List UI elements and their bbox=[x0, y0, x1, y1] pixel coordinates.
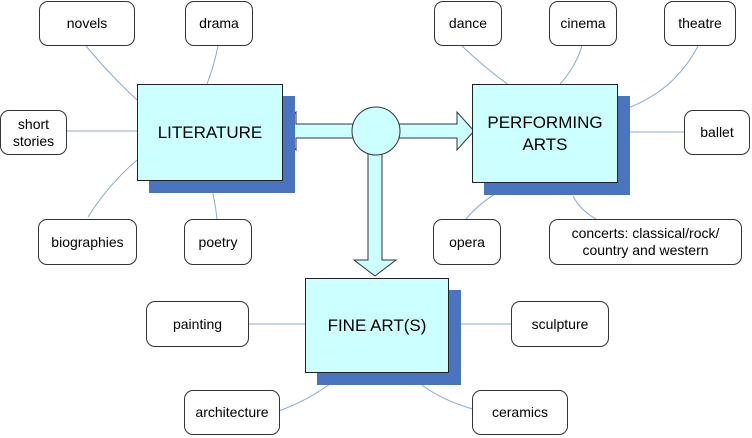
node-novels: novels bbox=[39, 1, 135, 46]
node-painting: painting bbox=[146, 301, 249, 347]
performing-arts-hub: PERFORMING ARTS bbox=[472, 84, 618, 183]
node-painting-label: painting bbox=[172, 315, 223, 332]
link-fine-arts-ceramics bbox=[417, 381, 477, 411]
node-sculpture: sculpture bbox=[511, 301, 609, 347]
literature-hub-label: LITERATURE bbox=[157, 122, 263, 142]
literature-hub: LITERATURE bbox=[137, 84, 283, 181]
link-literature-novels bbox=[85, 45, 138, 101]
link-performing-dance bbox=[461, 45, 511, 87]
link-performing-theatre bbox=[627, 45, 699, 109]
node-ballet-label: ballet bbox=[700, 124, 734, 140]
link-performing-cinema bbox=[559, 45, 583, 85]
node-concerts: concerts: classical/rock/ country and we… bbox=[549, 219, 742, 265]
node-drama: drama bbox=[185, 1, 253, 46]
fine-arts-hub: FINE ART(S) bbox=[305, 278, 449, 373]
node-concerts-label: concerts: classical/rock/ country and we… bbox=[571, 225, 720, 258]
node-biographies-label: biographies bbox=[51, 233, 124, 250]
link-literature-biographies bbox=[87, 159, 138, 218]
performing-arts-hub-label: PERFORMING ARTS bbox=[487, 112, 603, 154]
node-sculpture-label: sculpture bbox=[531, 315, 589, 332]
node-ceramics-label: ceramics bbox=[491, 404, 548, 420]
node-theatre: theatre bbox=[664, 1, 736, 46]
node-architecture-label: architecture bbox=[195, 404, 269, 420]
arrow-to-fine-arts bbox=[352, 149, 398, 277]
node-short-stories: short stories bbox=[0, 110, 67, 155]
node-opera: opera bbox=[433, 219, 501, 265]
link-literature-drama bbox=[206, 45, 219, 85]
center-junction bbox=[351, 106, 401, 156]
node-dance: dance bbox=[434, 1, 502, 46]
arrow-to-performing-arts bbox=[389, 110, 475, 152]
node-biographies: biographies bbox=[38, 219, 137, 265]
node-novels-label: novels bbox=[66, 15, 108, 31]
node-architecture: architecture bbox=[184, 390, 280, 435]
node-short-stories-label: short stories bbox=[12, 115, 55, 149]
node-drama-label: drama bbox=[199, 15, 239, 31]
node-cinema: cinema bbox=[549, 1, 617, 46]
node-ballet: ballet bbox=[684, 110, 750, 155]
link-performing-concerts bbox=[572, 195, 597, 220]
node-ceramics: ceramics bbox=[472, 390, 568, 435]
node-opera-label: opera bbox=[449, 233, 485, 250]
fine-arts-hub-label: FINE ART(S) bbox=[327, 315, 427, 335]
node-dance-label: dance bbox=[448, 15, 488, 31]
node-poetry-label: poetry bbox=[198, 233, 238, 250]
node-cinema-label: cinema bbox=[560, 15, 606, 31]
node-theatre-label: theatre bbox=[678, 15, 722, 31]
node-poetry: poetry bbox=[184, 219, 252, 265]
